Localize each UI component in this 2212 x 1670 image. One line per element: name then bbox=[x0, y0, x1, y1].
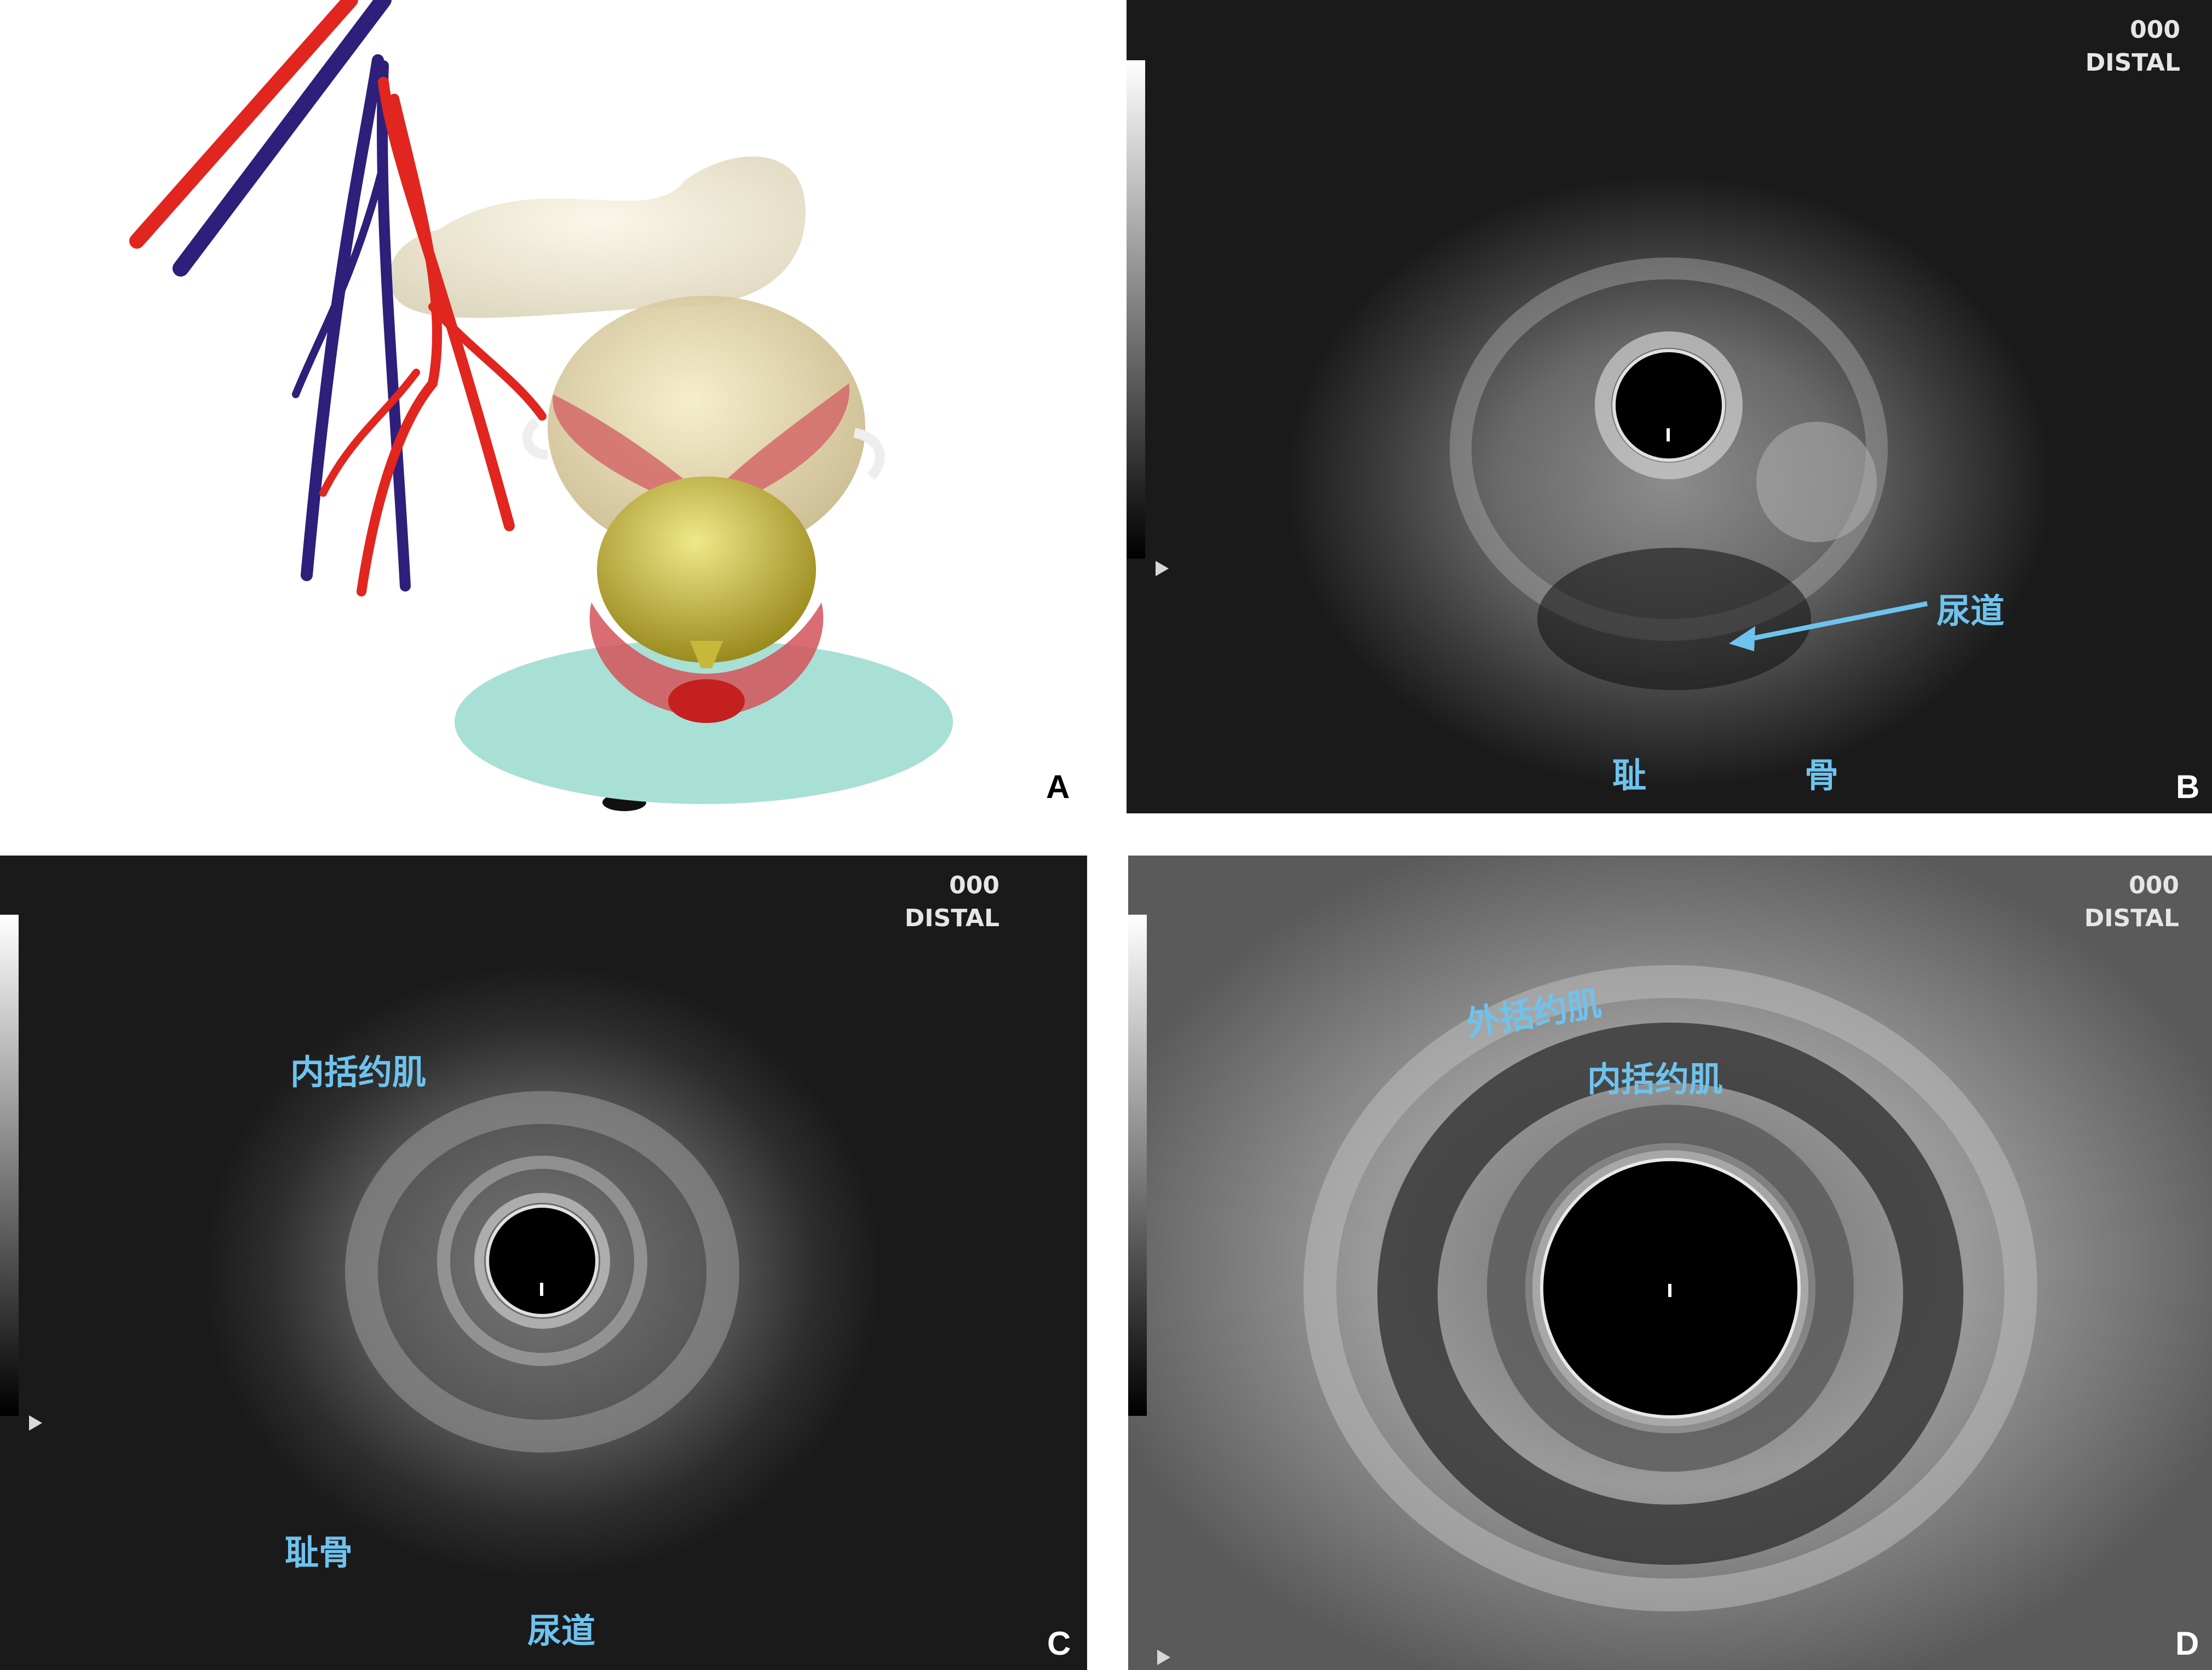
panel-letter-d: D bbox=[2175, 1625, 2199, 1662]
right-ureter-stub bbox=[853, 428, 885, 480]
panel-b-ultrasound: 000 DISTAL 尿道 耻 骨 B bbox=[1127, 0, 2212, 813]
hud-line-2: DISTAL bbox=[2084, 904, 2179, 932]
levator-muscle bbox=[553, 383, 850, 515]
vein-branch-3 bbox=[292, 160, 387, 398]
urethra-arrow-head bbox=[1729, 626, 1755, 651]
panel-letter-b: B bbox=[2176, 768, 2200, 805]
hud-readout: 000 DISTAL bbox=[2085, 14, 2180, 79]
echo-ring-middle bbox=[437, 1156, 647, 1366]
lumen-edge bbox=[1532, 1150, 1808, 1426]
bladder-shape bbox=[548, 296, 865, 559]
echo-ring-outer bbox=[345, 1091, 739, 1453]
artery-branch-2 bbox=[357, 94, 443, 596]
hud-line-2: DISTAL bbox=[2085, 49, 2180, 77]
external-sphincter-ring bbox=[668, 679, 745, 723]
grayscale-bar bbox=[0, 915, 19, 1416]
hud-line-2: DISTAL bbox=[904, 904, 999, 932]
vein-main bbox=[173, 0, 392, 277]
bowel-shape bbox=[389, 156, 806, 318]
anatomy-3d-illustration bbox=[129, 0, 953, 811]
ultrasound-image-d bbox=[1128, 856, 2212, 1670]
hud-readout: 000 DISTAL bbox=[905, 869, 999, 935]
grayscale-bar bbox=[1127, 60, 1145, 559]
probe-marker bbox=[540, 1283, 543, 1296]
mucosa-band bbox=[1487, 1105, 1854, 1472]
hud-line-1: 000 bbox=[2129, 871, 2179, 899]
vessel-tree bbox=[129, 0, 547, 596]
hud-line-1: 000 bbox=[2130, 16, 2180, 44]
label-urethra: 尿道 bbox=[527, 1611, 596, 1651]
transducer-lumen bbox=[1612, 349, 1725, 462]
label-internal-sphincter: 内括约肌 bbox=[1587, 1059, 1723, 1099]
ultrasound-image-b bbox=[1127, 60, 2052, 789]
probe-marker bbox=[1667, 428, 1670, 441]
artery-branch-3 bbox=[428, 302, 547, 421]
panel-letter-c: C bbox=[1047, 1625, 1071, 1662]
vein-branch-1 bbox=[301, 54, 384, 581]
bright-focus bbox=[1756, 422, 1877, 542]
hud-readout: 000 DISTAL bbox=[2084, 869, 2179, 935]
hud-line-1: 000 bbox=[949, 871, 999, 899]
label-pubic-bone: 耻骨 bbox=[285, 1533, 353, 1573]
ultrasound-image-c bbox=[0, 915, 882, 1579]
panel-letter-a: A bbox=[1046, 768, 1070, 805]
depth-marker-icon bbox=[29, 1415, 42, 1431]
urethra-arrow-shaft bbox=[1739, 601, 1928, 644]
sphincter-complex bbox=[589, 602, 824, 718]
panel-c-ultrasound: 000 DISTAL 内括约肌 耻骨 尿道 C bbox=[0, 856, 1087, 1670]
transducer-lumen bbox=[486, 1204, 599, 1317]
left-ureter-stub bbox=[522, 417, 548, 460]
urethra-stub bbox=[690, 641, 723, 668]
artery-branch-4 bbox=[319, 369, 420, 497]
label-urethra: 尿道 bbox=[1937, 591, 2005, 631]
label-pubic-right: 骨 bbox=[1805, 755, 1839, 795]
external-sphincter-band bbox=[1303, 965, 2037, 1611]
internal-sphincter-band bbox=[1377, 1023, 1963, 1565]
grayscale-bar bbox=[1128, 915, 1147, 1416]
artery-main bbox=[129, 0, 358, 249]
dark-urethra-region bbox=[1537, 548, 1811, 690]
echo-ring-inner bbox=[1595, 331, 1743, 479]
label-pubic-left: 耻 bbox=[1612, 755, 1647, 795]
vein-branch-2 bbox=[377, 60, 411, 592]
echo-field bbox=[1285, 175, 2052, 789]
panel-d-ultrasound: 000 DISTAL 外括约肌 内括约肌 D bbox=[1128, 856, 2212, 1670]
depth-marker-icon bbox=[1157, 1650, 1170, 1665]
depth-marker-icon bbox=[1156, 561, 1169, 576]
label-internal-sphincter: 内括约肌 bbox=[290, 1052, 427, 1092]
prostate-shape bbox=[597, 477, 816, 663]
echo-ring-inner bbox=[474, 1193, 610, 1329]
probe-marker bbox=[1668, 1284, 1671, 1297]
panel-a-anatomy-model: A bbox=[0, 0, 1106, 813]
